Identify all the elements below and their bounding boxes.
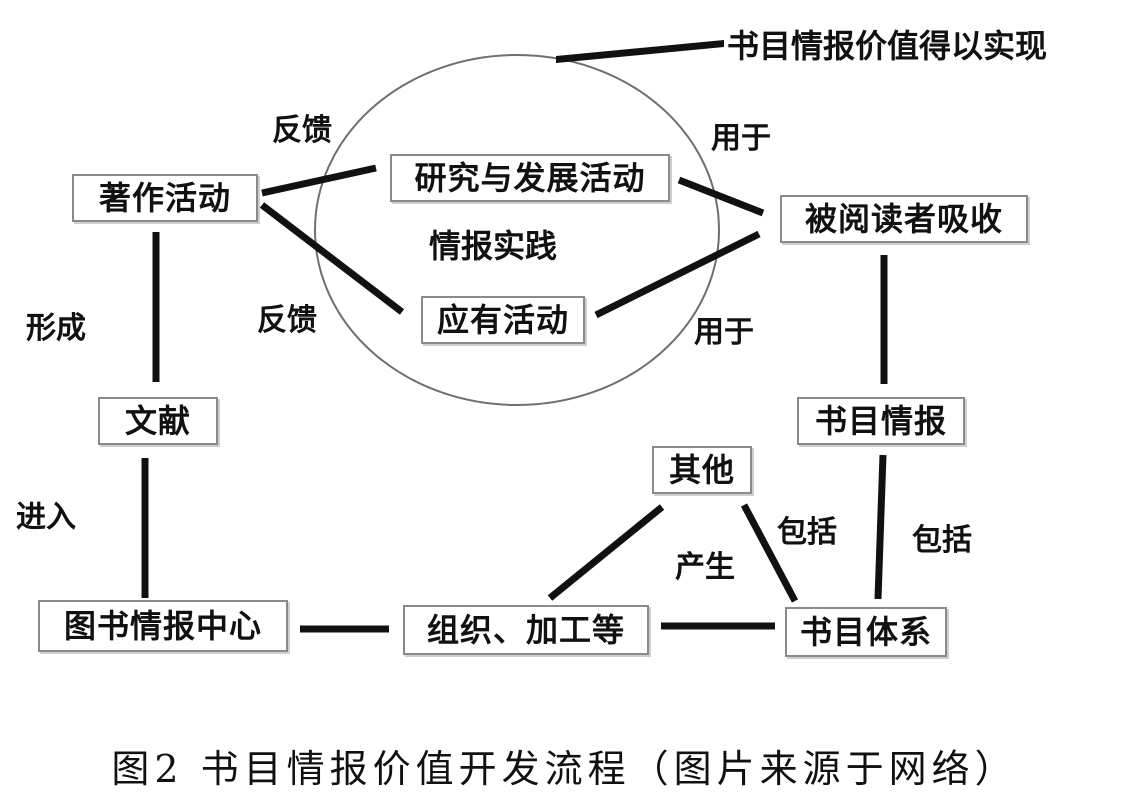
node-bei-yuedu-xishou: 被阅读者吸收 — [780, 195, 1028, 243]
realized-pointer-line — [556, 40, 724, 63]
label-feedback-top: 反馈 — [272, 113, 332, 148]
label-realized: 书目情报价值得以实现 — [727, 27, 1048, 65]
node-tushu-qingbao-zhongxin: 图书情报中心 — [38, 600, 288, 652]
label-used-for-top: 用于 — [711, 121, 771, 156]
label-form: 形成 — [26, 311, 86, 346]
node-yingyou-huodong: 应有活动 — [421, 296, 585, 344]
label-practice: 情报实践 — [429, 227, 558, 265]
node-zuzhi-jiagong: 组织、加工等 — [403, 605, 649, 655]
line-shumuqingbao-shumutixi — [874, 454, 887, 600]
node-zhuzuo-huodong: 著作活动 — [72, 174, 258, 222]
line-qita-shumutixi — [740, 503, 799, 603]
line-yanjiu-beiyuedu — [677, 176, 765, 217]
label-include-right: 包括 — [912, 523, 972, 558]
node-wenxian: 文献 — [98, 397, 218, 445]
line-zhuzuo-yanjiu — [261, 164, 377, 197]
label-feedback-bottom: 反馈 — [257, 303, 317, 338]
node-shumu-tixi: 书目体系 — [785, 607, 947, 657]
figure-caption: 图2 书目情报价值开发流程（图片来源于网络） — [111, 747, 1018, 791]
label-enter: 进入 — [16, 500, 76, 535]
label-produce: 产生 — [675, 550, 735, 585]
line-yingyou-beiyuedu — [594, 230, 761, 319]
node-qita: 其他 — [652, 446, 752, 494]
line-zuzhi-qita — [547, 504, 665, 601]
label-used-for-bottom: 用于 — [694, 315, 754, 350]
practice-circle — [314, 54, 720, 406]
node-yanjiu-yu-fazhan: 研究与发展活动 — [390, 154, 670, 202]
label-include-left: 包括 — [777, 515, 837, 550]
node-shumu-qingbao: 书目情报 — [797, 397, 965, 445]
line-zhuzuo-yingyou — [259, 202, 405, 315]
